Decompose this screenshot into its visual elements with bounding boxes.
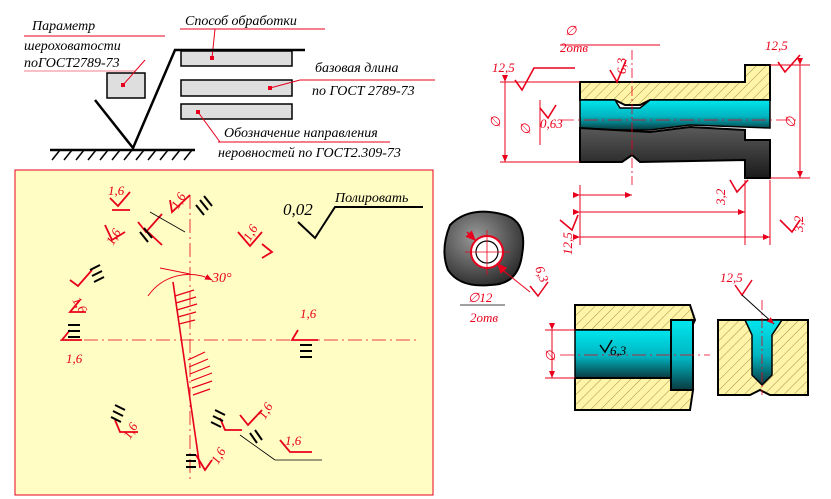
r16-label-5: 1,6 [69, 294, 90, 316]
r16-label-3: 1,6 [168, 189, 189, 211]
bushing-dia: ∅ [543, 350, 558, 362]
polish-label: Полировать [334, 191, 408, 206]
r16-label-10: 1,6 [255, 399, 276, 421]
direction-box [180, 103, 293, 120]
legend-base-line2: по ГОСТ 2789-73 [312, 84, 415, 99]
legend-base-line1: базовая длина [315, 61, 398, 76]
disc-holes: 2отв [470, 310, 498, 325]
shaft-r063: 0,63 [540, 116, 563, 131]
legend-param-line3: поГОСТ2789-73 [24, 56, 120, 71]
shaft-r125-left: 12,5 [492, 60, 515, 75]
legend-method: Способ обработки [185, 14, 297, 29]
r16-label-11: 1,6 [285, 433, 302, 448]
r16-label-2: 1,6 [103, 225, 124, 247]
legend-param-line1: Параметр [31, 19, 95, 34]
shaft-drawing: ∅ 2отв 6,3 12,5 12,5 0,63 ∅ ∅ ∅ 3,2 3,2 … [488, 23, 810, 255]
shaft-r125-bottom: 12,5 [560, 232, 575, 255]
example-panel: 0,02 Полировать 30° [14, 169, 434, 496]
r16-label-9: 1,6 [208, 444, 229, 466]
base-length-box [180, 79, 293, 97]
shaft-r63: 6,3 [614, 57, 629, 74]
shaft-r32-b: 3,2 [791, 215, 806, 233]
shaft-dia-left: ∅ [488, 116, 503, 128]
r16-label-1: 1,6 [108, 183, 125, 198]
r16-label-6: 1,6 [66, 351, 83, 366]
angle-label: 30° [211, 271, 232, 286]
shaft-dia-right: ∅ [783, 116, 798, 128]
disc-r63: 6,3 [532, 264, 552, 285]
r16-label-7: 1,6 [300, 306, 317, 321]
legend-dir-line1: Обозначение направления [224, 126, 378, 141]
screw-r125: 12,5 [720, 270, 743, 285]
r16-label-8: 1,6 [120, 419, 141, 441]
legend-param-line2: шероховатости [24, 39, 121, 54]
shaft-r125-right: 12,5 [765, 38, 788, 53]
shaft-dia-inner: ∅ [518, 123, 533, 135]
r16-label-4: 1,6 [240, 221, 261, 243]
shaft-dia-holes: ∅ [565, 23, 577, 38]
roughness-sign [94, 48, 305, 151]
direction-symbols [68, 195, 312, 468]
bushing-drawing: ∅ 6,3 [543, 304, 710, 411]
param-box [106, 72, 146, 99]
roughness-signs [60, 191, 318, 472]
method-box [180, 50, 293, 67]
screw-drawing: 12,5 [717, 270, 809, 396]
shaft-r32-a: 3,2 [713, 188, 728, 206]
panel-background [14, 169, 434, 496]
disc-drawing: ∅12 2отв 6,3 [443, 210, 552, 325]
disc-dia: ∅12 [468, 290, 493, 305]
shaft-holes-count: 2отв [560, 40, 588, 55]
roughness-legend: Параметр шероховатости поГОСТ2789-73 Спо… [24, 14, 435, 161]
inclined-surface [172, 281, 213, 469]
legend-dir-line2: неровностей по ГОСТ2.309-73 [218, 146, 401, 161]
bushing-r63: 6,3 [610, 343, 627, 358]
value-002: 0,02 [283, 200, 313, 219]
